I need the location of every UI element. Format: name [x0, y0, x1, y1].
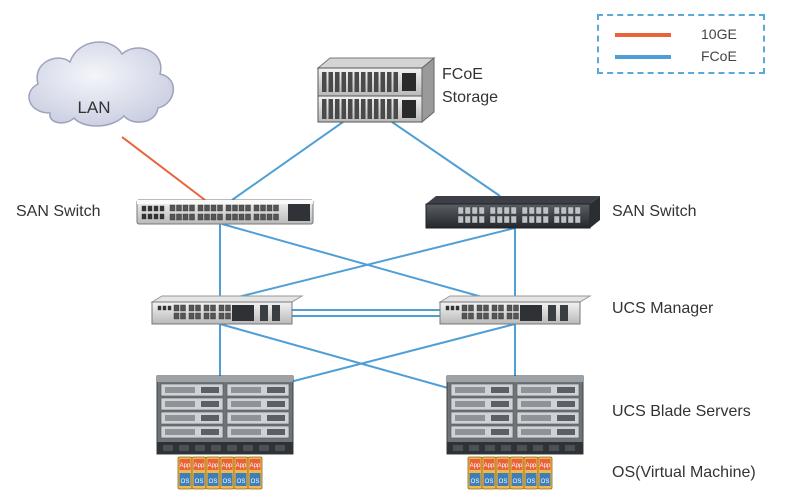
- link-storage-to-san-right: [391, 121, 501, 197]
- os-card-app-text: App: [526, 463, 537, 469]
- os-card-os-text: OS: [251, 479, 260, 485]
- lan-label: LAN: [77, 98, 110, 117]
- san-switch-right-label: SAN Switch: [612, 203, 697, 220]
- os-card-os-text: OS: [223, 479, 232, 485]
- lan-cloud: LAN: [28, 41, 175, 127]
- link-san-left-to-ucs-right: [221, 223, 501, 303]
- blade-chassis-left: [156, 375, 294, 455]
- os-card-os-text: OS: [209, 479, 218, 485]
- os-card-os-text: OS: [541, 479, 550, 485]
- os-card-os-text: OS: [485, 479, 494, 485]
- os-vm-label: OS(Virtual Machine): [612, 464, 756, 481]
- ucs-manager-right-device: [438, 295, 592, 325]
- link-lan-to-san-left: [121, 136, 206, 201]
- os-card-os-text: OS: [181, 479, 190, 485]
- os-card-app-text: App: [208, 463, 219, 469]
- link-san-right-to-ucs-left: [217, 227, 516, 303]
- legend-swatch-10ge: [615, 33, 671, 37]
- connection-links: [121, 121, 516, 389]
- os-card-os-text: OS: [513, 479, 522, 485]
- ucs-manager-label: UCS Manager: [612, 300, 714, 317]
- san-switch-right-device: [425, 196, 600, 229]
- os-card-app-text: App: [470, 463, 481, 469]
- blade-chassis-right: [446, 375, 584, 455]
- os-card-os-text: OS: [527, 479, 536, 485]
- blade-servers-label: UCS Blade Servers: [612, 403, 751, 420]
- ucs-manager-left-device: [150, 295, 304, 325]
- link-ucs-left-to-chassis-right: [219, 323, 449, 389]
- os-card-os-text: OS: [471, 479, 480, 485]
- legend-swatch-fcoe: [615, 55, 671, 59]
- os-card-os-text: OS: [237, 479, 246, 485]
- os-card-app-text: App: [222, 463, 233, 469]
- os-card-app-text: App: [194, 463, 205, 469]
- legend-label-fcoe: FCoE: [701, 48, 737, 64]
- legend-label-10ge: 10GE: [701, 26, 737, 42]
- link-ucs-right-to-chassis-left: [289, 323, 516, 383]
- legend-box: 10GE FCoE: [597, 14, 765, 74]
- os-card-app-text: App: [236, 463, 247, 469]
- os-card-app-text: App: [498, 463, 509, 469]
- os-card-app-text: App: [540, 463, 551, 469]
- os-card-os-text: OS: [195, 479, 204, 485]
- os-card-app-text: App: [180, 463, 191, 469]
- os-card-app-text: App: [512, 463, 523, 469]
- san-switch-left-device: [136, 199, 314, 225]
- os-card-os-text: OS: [499, 479, 508, 485]
- os-card-app-text: App: [250, 463, 261, 469]
- storage-label-line1: FCoE: [442, 66, 483, 83]
- os-card-app-text: App: [484, 463, 495, 469]
- link-storage-to-san-left: [231, 121, 344, 201]
- fcoe-storage-device: [316, 56, 436, 124]
- san-switch-left-label: SAN Switch: [16, 203, 101, 220]
- storage-label-line2: Storage: [442, 89, 499, 106]
